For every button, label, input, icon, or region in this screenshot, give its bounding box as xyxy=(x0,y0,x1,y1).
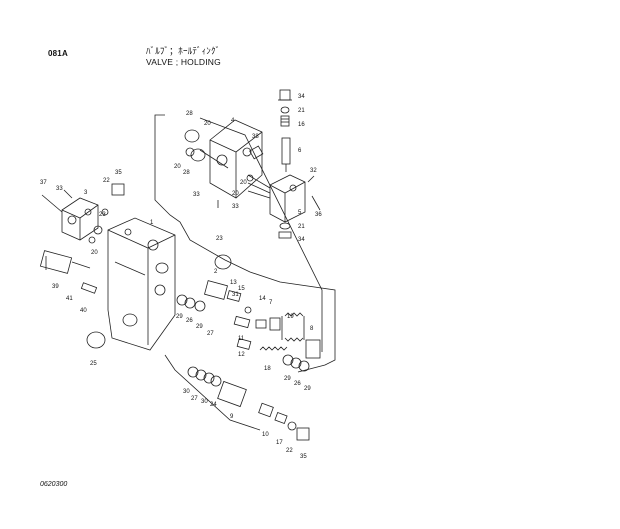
assembly-outline-right xyxy=(199,117,323,352)
callout: 33 xyxy=(232,204,239,210)
o-rings-upper xyxy=(184,129,206,162)
callout: 28 xyxy=(183,170,190,176)
plug-35 xyxy=(111,183,125,196)
callout: 35 xyxy=(300,454,307,460)
callout: 41 xyxy=(66,296,73,302)
assembly-outline-bottom xyxy=(164,354,261,431)
figure-code: 081A xyxy=(48,49,68,58)
assembly-outline-left xyxy=(154,114,336,373)
callout: 33 xyxy=(56,186,63,192)
callout: 5 xyxy=(298,210,302,216)
callout: 1 xyxy=(150,220,154,226)
callout: 24 xyxy=(210,402,217,408)
callout: 21 xyxy=(298,224,305,230)
callout: 27 xyxy=(207,331,214,337)
callout: 2 xyxy=(214,269,218,275)
bolt-32 xyxy=(307,175,315,183)
o-ring-23-left xyxy=(93,225,103,235)
callout: 11 xyxy=(238,336,245,342)
callout: 35 xyxy=(115,170,122,176)
o-ring-20-left xyxy=(88,236,96,244)
callout: 28 xyxy=(186,111,193,117)
callout: 6 xyxy=(298,148,302,154)
callout: 30 xyxy=(183,389,190,395)
callout: 19 xyxy=(287,314,294,320)
callout: 33 xyxy=(193,192,200,198)
callout: 26 xyxy=(294,381,301,387)
callout: 34 xyxy=(298,94,305,100)
small-block xyxy=(61,197,99,241)
plug-34-lower xyxy=(278,231,292,239)
title-japanese: ﾊﾞﾙﾌﾞ；ﾎｰﾙﾃﾞｨﾝｸﾞ xyxy=(146,46,221,56)
callout: 22 xyxy=(286,448,293,454)
callout: 29 xyxy=(196,324,203,330)
callout: 9 xyxy=(230,414,234,420)
callout: 38 xyxy=(252,134,259,140)
callout: 34 xyxy=(298,237,305,243)
callout: 21 xyxy=(298,108,305,114)
plate-41 xyxy=(80,282,98,294)
callout: 17 xyxy=(276,440,283,446)
callout: 15 xyxy=(238,286,245,292)
callout: 37 xyxy=(40,180,47,186)
main-valve-body xyxy=(107,217,176,351)
callout: 13 xyxy=(230,280,237,286)
callout: 29 xyxy=(304,386,311,392)
callout: 26 xyxy=(186,318,193,324)
callout: 29 xyxy=(284,376,291,382)
callout: 32 xyxy=(310,168,317,174)
callout: 18 xyxy=(264,366,271,372)
poppet-stack xyxy=(278,89,292,172)
callout: 20 xyxy=(204,121,211,127)
callout: 30 xyxy=(201,399,208,405)
callout: 39 xyxy=(52,284,59,290)
callout: 12 xyxy=(238,352,245,358)
callout: 10 xyxy=(262,432,269,438)
o-ring-25 xyxy=(86,331,106,349)
callout: 40 xyxy=(80,308,87,314)
bolt-33 xyxy=(63,189,73,199)
callout: 7 xyxy=(269,300,273,306)
bolt-36 xyxy=(311,195,321,211)
o-ring-23-right xyxy=(214,254,232,270)
callout: 23 xyxy=(99,212,106,218)
spool-assembly-upper xyxy=(176,280,321,372)
callout: 8 xyxy=(310,326,314,332)
bolt-37 xyxy=(41,194,63,213)
o-ring-21-lower xyxy=(279,222,291,230)
spool-assembly-lower xyxy=(187,366,310,441)
callout: 20 xyxy=(240,180,247,186)
callout: 20 xyxy=(174,164,181,170)
pin-38 xyxy=(249,145,264,160)
callout: 25 xyxy=(90,361,97,367)
callout: 20 xyxy=(91,250,98,256)
callout: 16 xyxy=(298,122,305,128)
poppet-housing xyxy=(269,174,306,223)
callout: 20 xyxy=(232,191,239,197)
callout: 14 xyxy=(259,296,266,302)
bracket-block xyxy=(209,119,263,199)
callout: 31 xyxy=(232,292,239,298)
callout: 27 xyxy=(191,396,198,402)
callout: 22 xyxy=(103,178,110,184)
callout: 29 xyxy=(176,314,183,320)
title-english: VALVE ; HOLDING xyxy=(146,57,221,67)
o-ring-22 xyxy=(101,208,109,216)
callout: 4 xyxy=(231,118,235,124)
callout: 3 xyxy=(84,190,88,196)
drawing-number: 0620300 xyxy=(40,481,68,488)
callout: 23 xyxy=(216,236,223,242)
callout: 36 xyxy=(315,212,322,218)
solenoid-39 xyxy=(39,250,91,274)
